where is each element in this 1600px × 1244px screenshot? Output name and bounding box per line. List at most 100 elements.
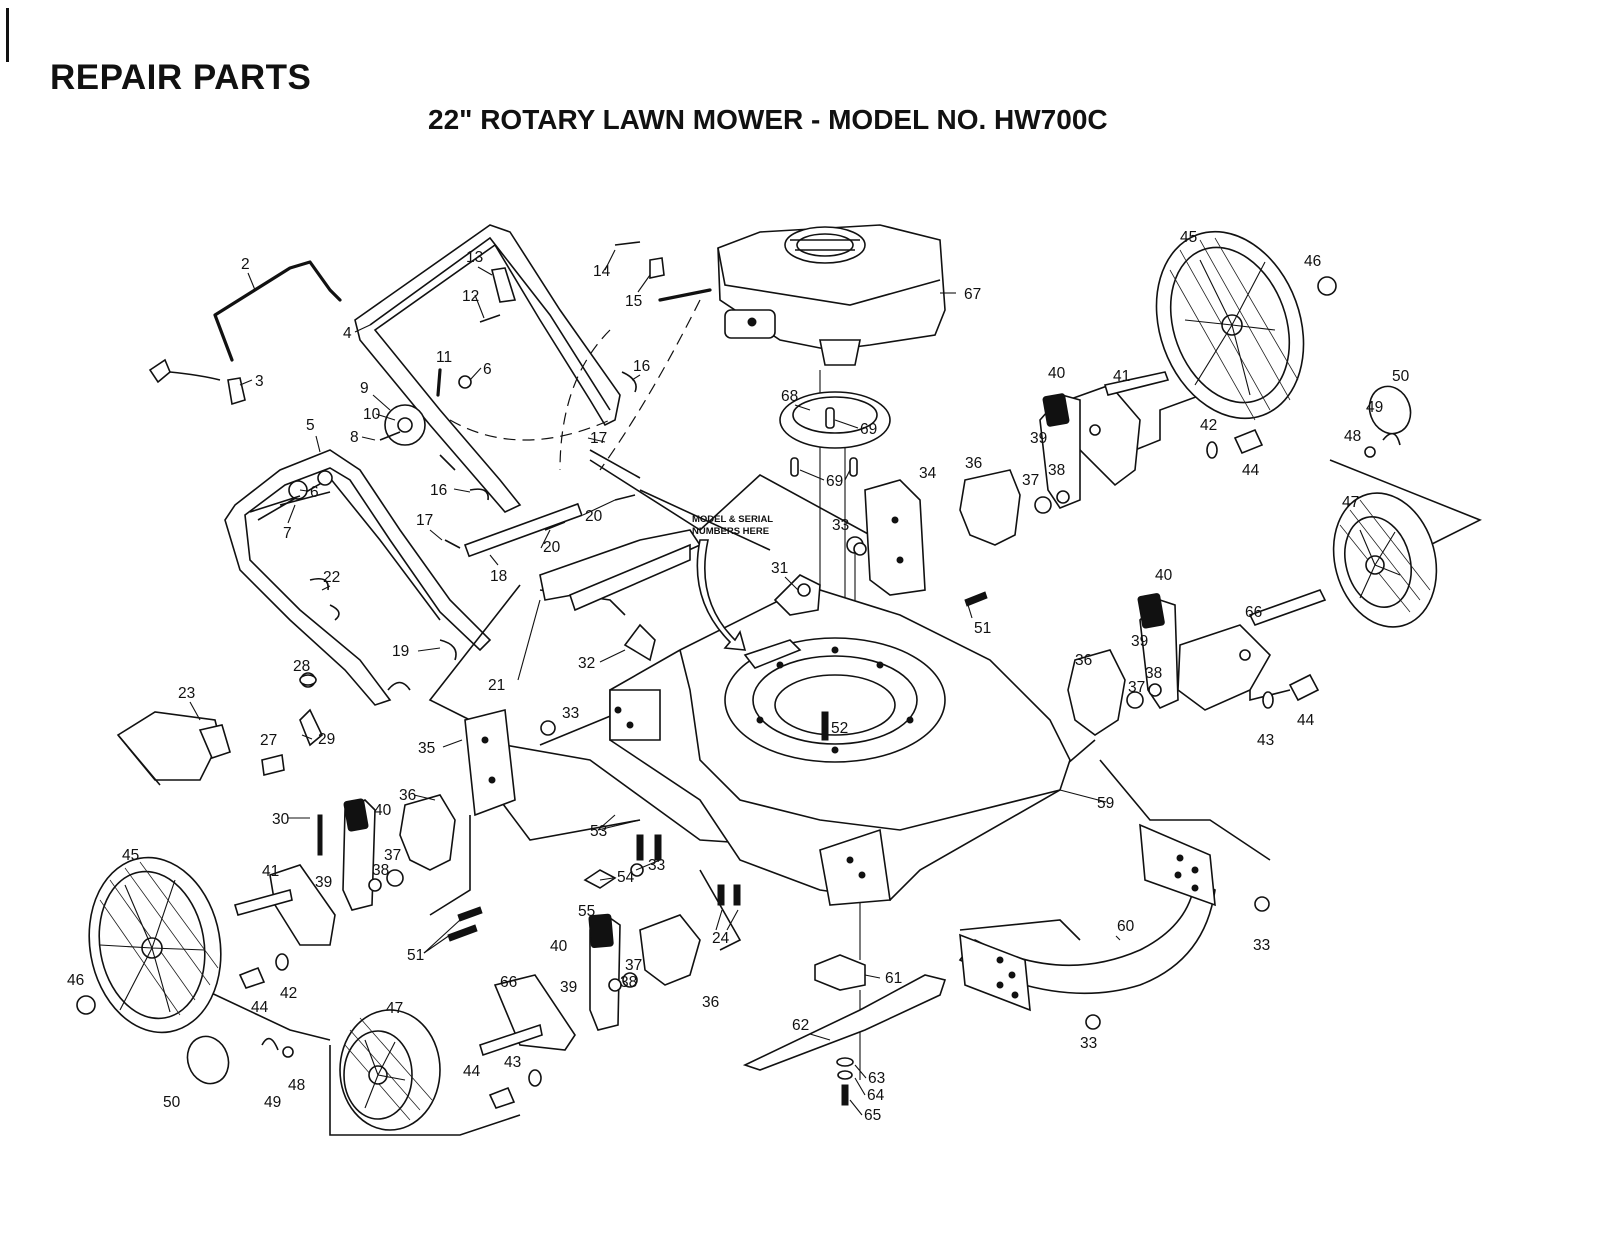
callout-34: 34	[919, 465, 937, 482]
model-serial-note-line-1: MODEL & SERIAL	[692, 514, 773, 525]
callout-36c: 36	[399, 787, 416, 804]
callout-50b: 50	[163, 1094, 181, 1111]
callout-46b: 46	[67, 972, 84, 989]
callout-38a: 38	[1048, 462, 1065, 479]
height-plates	[368, 469, 1162, 992]
callout-54: 54	[617, 869, 635, 886]
callout-6b: 6	[483, 361, 492, 378]
callout-38c: 38	[372, 862, 389, 879]
callout-42a: 42	[1200, 417, 1217, 434]
callout-40c: 40	[374, 802, 392, 819]
callout-47a: 47	[1342, 494, 1359, 511]
callout-44d: 44	[463, 1063, 481, 1080]
callout-23: 23	[178, 685, 195, 702]
diagram-title: 22" ROTARY LAWN MOWER - MODEL NO. HW700C	[428, 104, 1108, 135]
callout-36b: 36	[1075, 652, 1092, 669]
callout-4: 4	[343, 325, 352, 342]
rear-left-wheel	[88, 856, 222, 1034]
upper-handle	[354, 224, 621, 513]
callout-44a: 44	[1242, 462, 1260, 479]
callout-22: 22	[323, 569, 340, 586]
callout-52: 52	[831, 720, 848, 737]
hubcaps	[186, 385, 1412, 1085]
callout-60: 60	[1117, 918, 1135, 935]
callout-20a: 20	[585, 508, 603, 525]
callout-66a: 66	[1245, 604, 1262, 621]
callout-33a: 33	[832, 517, 849, 534]
rear-right-wheel	[1155, 230, 1305, 421]
front-right-wheel	[1332, 492, 1438, 628]
model-serial-note: MODEL & SERIAL NUMBERS HERE	[692, 514, 773, 651]
callout-62: 62	[792, 1017, 809, 1034]
callout-47b: 47	[386, 1000, 403, 1017]
callout-30: 30	[272, 811, 290, 828]
callout-5: 5	[306, 417, 315, 434]
callout-69b: 69	[826, 473, 843, 490]
model-serial-note-line-2: NUMBERS HERE	[692, 526, 769, 537]
callout-33e: 33	[1080, 1035, 1097, 1052]
callout-21: 21	[488, 677, 505, 694]
callout-11: 11	[436, 349, 452, 366]
callout-7: 7	[283, 525, 292, 542]
callout-48a: 48	[1344, 428, 1361, 445]
callout-15: 15	[625, 293, 642, 310]
callout-29: 29	[318, 731, 335, 748]
callout-48b: 48	[288, 1077, 305, 1094]
callout-35: 35	[418, 740, 435, 757]
callout-53: 53	[590, 823, 607, 840]
callout-40b: 40	[1155, 567, 1173, 584]
callout-9: 9	[360, 380, 369, 397]
callout-28: 28	[293, 658, 310, 675]
blade-and-adapter	[742, 954, 947, 1106]
callout-16b: 16	[430, 482, 447, 499]
callout-68: 68	[781, 388, 798, 405]
callout-61: 61	[885, 970, 902, 987]
callout-38b: 38	[1145, 665, 1162, 682]
callout-69a: 69	[860, 421, 877, 438]
callout-36a: 36	[965, 455, 982, 472]
callout-37a: 37	[1022, 472, 1039, 489]
callout-49b: 49	[264, 1094, 281, 1111]
callout-6a: 6	[310, 484, 319, 501]
callout-49a: 49	[1366, 399, 1383, 416]
callout-45b: 45	[122, 847, 139, 864]
callout-27: 27	[260, 732, 277, 749]
callout-38d: 38	[620, 974, 637, 991]
front-left-wheel	[339, 1009, 441, 1131]
callout-59: 59	[1097, 795, 1114, 812]
callout-37d: 37	[625, 957, 642, 974]
callout-64: 64	[867, 1087, 885, 1104]
callout-46a: 46	[1304, 253, 1321, 270]
adjuster-levers	[342, 393, 1179, 1031]
callout-18: 18	[490, 568, 507, 585]
callout-8: 8	[350, 429, 359, 446]
callout-41b: 41	[262, 863, 279, 880]
section-title: REPAIR PARTS	[50, 58, 312, 97]
callout-55: 55	[578, 903, 595, 920]
callout-65: 65	[864, 1107, 881, 1124]
engine	[658, 224, 946, 366]
mower-deck	[609, 574, 1071, 906]
callout-16a: 16	[633, 358, 650, 375]
callout-12: 12	[462, 288, 479, 305]
callout-33c: 33	[648, 857, 665, 874]
callout-32: 32	[578, 655, 595, 672]
callout-19: 19	[392, 643, 409, 660]
callout-39a: 39	[1030, 430, 1047, 447]
callout-37c: 37	[384, 847, 401, 864]
callout-39d: 39	[560, 979, 577, 996]
callout-33d: 33	[1253, 937, 1270, 954]
callout-66b: 66	[500, 974, 517, 991]
callout-20b: 20	[543, 539, 561, 556]
callout-10: 10	[363, 406, 381, 423]
callout-17a: 17	[590, 430, 607, 447]
callout-37b: 37	[1128, 679, 1145, 696]
callout-51a: 51	[974, 620, 991, 637]
callout-31: 31	[771, 560, 788, 577]
rear-baffle	[958, 823, 1216, 1012]
callout-2: 2	[241, 256, 250, 273]
rear-deflector	[116, 711, 231, 786]
callout-13: 13	[466, 249, 483, 266]
callout-leaders	[189, 249, 1121, 1116]
callout-39c: 39	[315, 874, 332, 891]
